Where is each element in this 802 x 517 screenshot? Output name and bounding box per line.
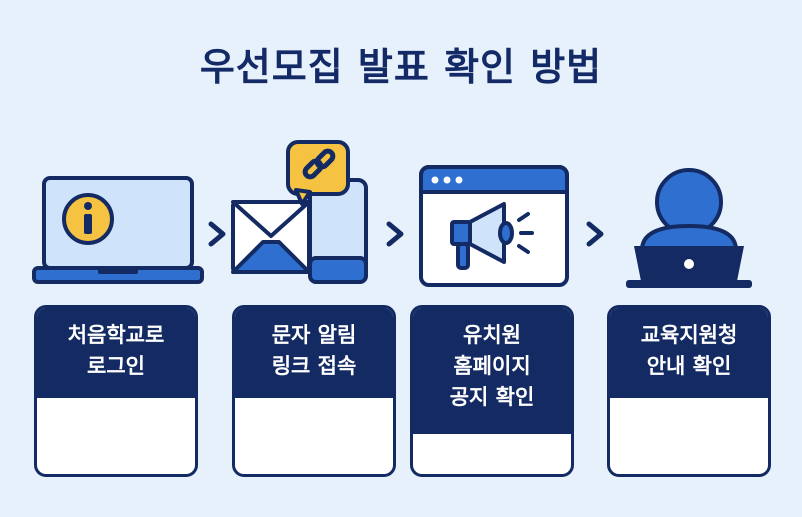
step-label: 유치원 홈페이지 공지 확인: [413, 308, 571, 434]
step-card-1: 처음학교로 로그인: [34, 305, 198, 477]
chevron-right-icon: [208, 221, 226, 247]
step-card-4: 교육지원청 안내 확인: [607, 305, 771, 477]
step-label: 문자 알림 링크 접속: [235, 308, 393, 398]
chevron-right-icon: [386, 221, 404, 247]
laptop-info-icon: [32, 176, 204, 284]
step-label: 처음학교로 로그인: [37, 308, 195, 398]
step-card-3: 유치원 홈페이지 공지 확인: [410, 305, 574, 477]
page-title: 우선모집 발표 확인 방법: [199, 45, 603, 89]
chevron-right-icon: [586, 221, 604, 247]
person-laptop-icon: [626, 168, 752, 288]
step-card-2: 문자 알림 링크 접속: [232, 305, 396, 477]
step-label: 교육지원청 안내 확인: [610, 308, 768, 398]
envelope-phone-link-icon: [231, 140, 368, 284]
browser-megaphone-icon: [419, 165, 569, 287]
